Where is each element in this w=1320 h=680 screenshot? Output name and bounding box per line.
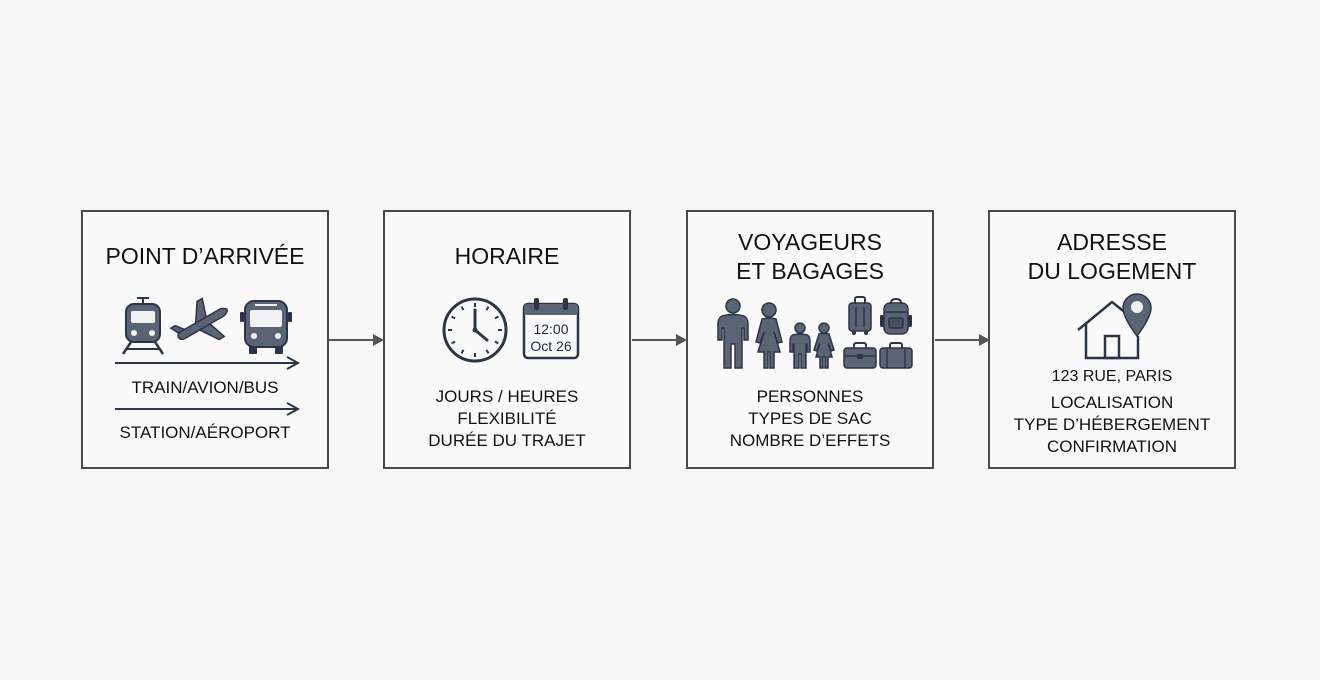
address-label: 123 RUE, PARIS (1051, 368, 1173, 385)
connector-arrow (632, 334, 687, 346)
briefcase-icon (843, 342, 877, 369)
arrow-right-icon (115, 356, 301, 370)
calendar-time: 12:00 (533, 321, 568, 337)
backpack-icon (880, 297, 912, 335)
travelers-detail: NOMBRE D’EFFETS (729, 431, 891, 450)
connector-arrow (329, 334, 384, 346)
child-icon (813, 322, 835, 369)
calendar-date: Oct 26 (530, 338, 571, 354)
step-title: POINT D’ARRIVÉE (105, 243, 305, 269)
man-icon (717, 298, 749, 369)
arrow-right-icon (115, 402, 301, 416)
travelers-detail: PERSONNES (756, 387, 864, 406)
bus-icon (240, 300, 292, 354)
step-title-line: ADRESSE (1057, 229, 1167, 255)
step-title-line: DU LOGEMENT (1027, 258, 1197, 284)
transport-modes-label: TRAIN/AVION/BUS (131, 378, 279, 397)
step-arrival-point: POINT D’ARRIVÉE TRAIN/A (81, 210, 329, 469)
step-accommodation-address: ADRESSE DU LOGEMENT 123 RUE, PARIS LOCAL… (988, 210, 1236, 469)
travelers-detail: TYPES DE SAC (748, 409, 872, 428)
step-title-line: VOYAGEURS (738, 229, 882, 255)
child-icon (789, 322, 811, 369)
suitcase-icon (848, 296, 872, 335)
accommodation-detail: TYPE D’HÉBERGEMENT (1013, 415, 1211, 434)
clock-icon (442, 297, 508, 363)
location-pin-icon (1122, 293, 1152, 338)
woman-icon (755, 302, 783, 369)
schedule-detail: DURÉE DU TRAJET (428, 431, 586, 450)
step-schedule: HORAIRE 12:00 Oct 26 JOURS / HEURES FLE (383, 210, 631, 469)
suitcase-icon (879, 342, 913, 369)
accommodation-detail: CONFIRMATION (1046, 437, 1177, 456)
step-title: HORAIRE (454, 243, 560, 269)
accommodation-detail: LOCALISATION (1050, 393, 1174, 412)
calendar-icon: 12:00 Oct 26 (522, 298, 580, 360)
connector-arrow (935, 334, 990, 346)
arrival-place-label: STATION/AÉROPORT (119, 423, 291, 442)
airplane-icon (169, 297, 229, 341)
step-title-line: ET BAGAGES (736, 258, 884, 284)
train-icon (121, 297, 165, 355)
step-travelers-luggage: VOYAGEURS ET BAGAGES (686, 210, 934, 469)
schedule-detail: JOURS / HEURES (435, 387, 579, 406)
schedule-detail: FLEXIBILITÉ (457, 409, 557, 428)
